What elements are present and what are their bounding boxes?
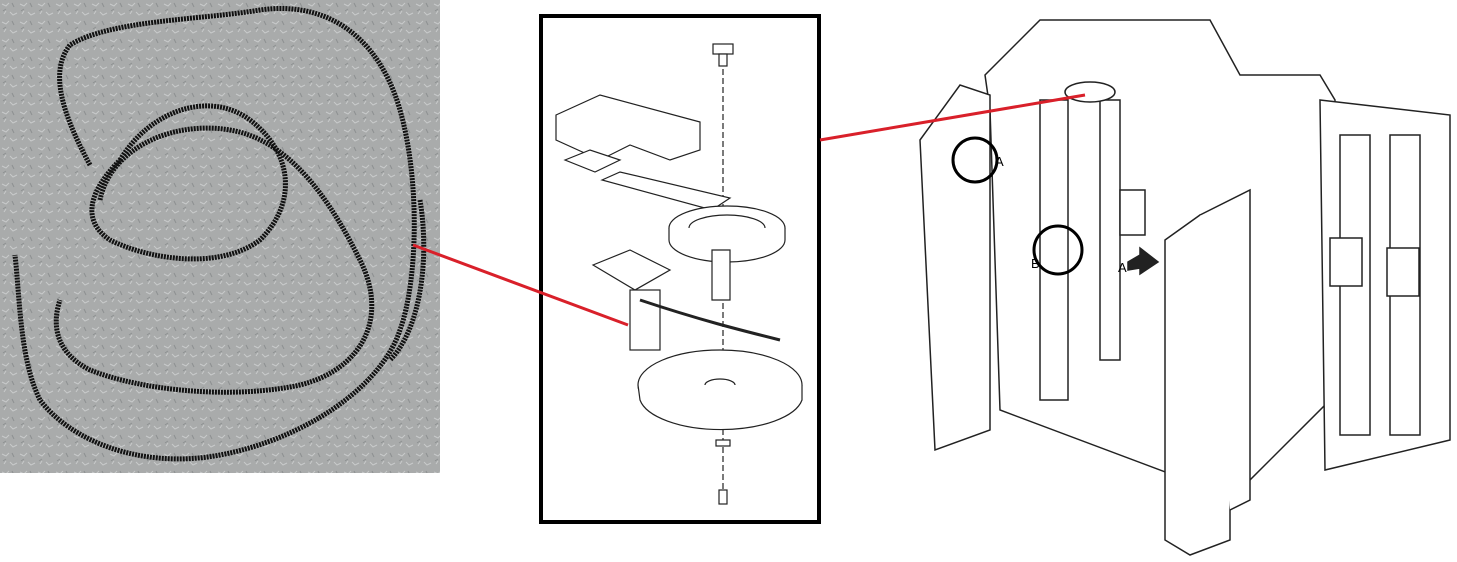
callout-circle-a	[951, 136, 999, 184]
timing-belt	[12, 6, 427, 462]
library-cabinet	[919, 19, 1451, 556]
exploded-view-panel	[539, 14, 821, 524]
callout-a-label: A	[995, 154, 1004, 169]
arrow-icon	[1127, 246, 1160, 276]
arrow-a-label: A	[1118, 260, 1127, 275]
belt-photo	[0, 0, 440, 473]
connector-belt-to-exploded	[412, 243, 629, 327]
callout-circle-b	[1032, 224, 1084, 276]
connector-exploded-to-cabinet	[819, 93, 1086, 142]
callout-b-label: B	[1031, 256, 1040, 271]
